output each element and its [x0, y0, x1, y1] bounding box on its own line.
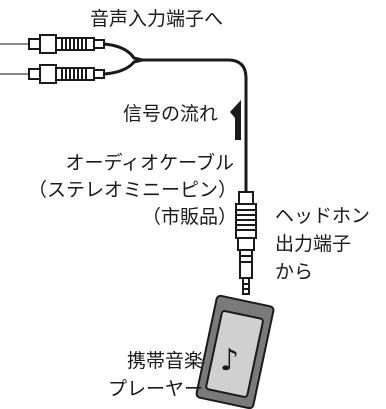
player-label-line1: 携帯音楽 [126, 350, 203, 372]
headphone-label-line1: ヘッドホン [275, 205, 371, 227]
mini-plug [235, 191, 257, 295]
rca-plugs [0, 34, 105, 84]
music-note-icon: ♪ [220, 343, 240, 378]
audio-cable [103, 42, 248, 192]
headphone-label-line2: 出力端子 [275, 233, 352, 255]
portable-player [195, 294, 275, 409]
headphone-label-line3: から [275, 261, 314, 283]
cable-label-line3: （市販品） [141, 206, 237, 228]
signal-flow-label: 信号の流れ [123, 103, 219, 125]
cable-label-line2: （ステレオミニーピン） [27, 179, 237, 201]
cable-label-line1: オーディオケーブル [65, 152, 234, 174]
signal-arrow-icon [230, 100, 241, 140]
player-label-line2: プレーヤー [107, 378, 203, 400]
audio-input-label: 音声入力端子へ [90, 8, 224, 30]
